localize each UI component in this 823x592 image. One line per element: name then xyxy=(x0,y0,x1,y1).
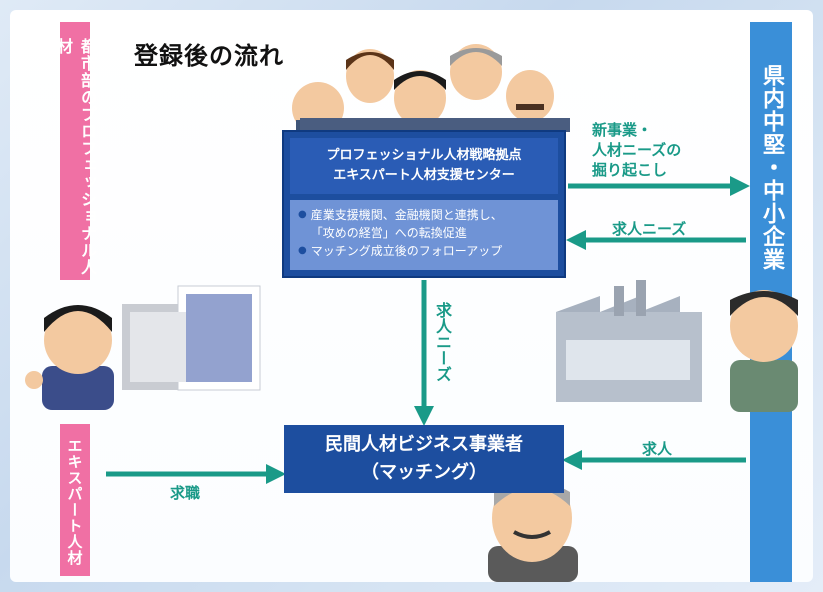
matching-business-box: 民間人材ビジネス事業者 （マッチング） xyxy=(284,425,564,493)
page-title: 登録後の流れ xyxy=(134,42,284,70)
job-needs-label: 求人ニーズ xyxy=(612,220,687,238)
new-business-line2: 人材ニーズの xyxy=(592,141,682,159)
new-business-line3: 掘り起こし xyxy=(592,161,668,179)
matching-line2: （マッチング） xyxy=(361,462,487,483)
bullet1-line2: 「攻めの経営」への転換促進 xyxy=(310,226,467,240)
bullet-icon: ● xyxy=(298,245,307,256)
support-center-header: プロフェッショナル人材戦略拠点 エキスパート人材支援センター xyxy=(290,138,558,194)
new-business-line1: 新事業・ xyxy=(592,121,653,139)
office-buildings-illustration xyxy=(122,285,261,391)
job-seeking-label: 求職 xyxy=(170,484,201,502)
job-offer-label: 求人 xyxy=(642,440,673,458)
support-center-details: ● 産業支援機関、金融機関と連携し、 「攻めの経営」への転換促進 ● マッチング… xyxy=(290,200,558,270)
urban-professionals-label: 都市部のプロフェッショナル人材 xyxy=(54,38,97,276)
urban-professionals-bar: 都市部のプロフェッショナル人材 xyxy=(54,22,97,280)
local-companies-label: 県内中堅・中小企業 xyxy=(759,64,784,271)
bullet-item: ● マッチング成立後のフォローアップ xyxy=(298,242,550,260)
expert-talent-bar: エキスパート人材 xyxy=(60,424,90,576)
center-title-line1: プロフェッショナル人材戦略拠点 xyxy=(326,148,522,163)
company-owner-illustration xyxy=(730,290,798,412)
bullet2-text: マッチング成立後のフォローアップ xyxy=(310,244,503,258)
businessman-illustration xyxy=(25,305,114,410)
factory-illustration xyxy=(556,280,702,402)
matching-line1: 民間人材ビジネス事業者 xyxy=(325,434,523,455)
new-business-label: 新事業・ 人材ニーズの 掘り起こし xyxy=(592,120,681,180)
expert-talent-label: エキスパート人材 xyxy=(65,438,84,566)
job-needs-vertical-label: 求人ニーズ xyxy=(433,302,452,382)
bullet1-line1: 産業支援機関、金融機関と連携し、 xyxy=(310,208,503,222)
people-group-illustration xyxy=(292,44,570,134)
support-center-box: プロフェッショナル人材戦略拠点 エキスパート人材支援センター ● 産業支援機関、… xyxy=(282,130,566,278)
bullet-item: ● 産業支援機関、金融機関と連携し、 「攻めの経営」への転換促進 xyxy=(298,206,550,242)
bullet-icon: ● xyxy=(298,209,307,220)
center-title-line2: エキスパート人材支援センター xyxy=(333,168,515,183)
